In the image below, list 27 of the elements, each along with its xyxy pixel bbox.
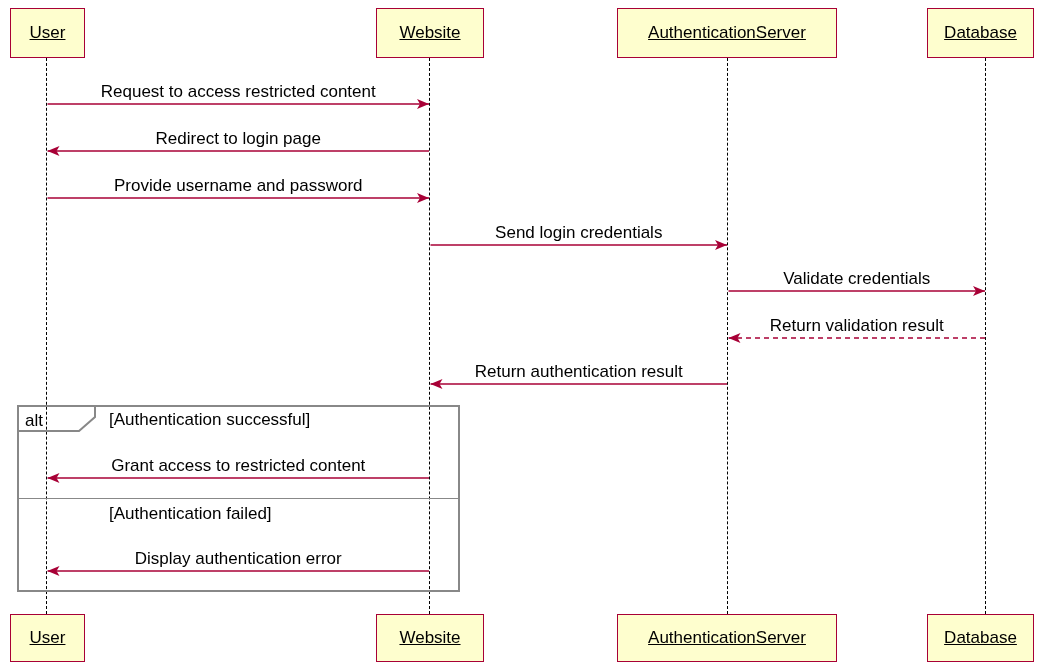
message-arrow xyxy=(46,99,430,109)
participant-box: User xyxy=(10,8,85,58)
participant-box: AuthenticationServer xyxy=(617,8,837,58)
message-arrow xyxy=(46,193,430,203)
participant-box: Website xyxy=(376,614,484,662)
lifeline xyxy=(985,58,987,614)
message-arrow xyxy=(46,473,430,483)
message-arrow xyxy=(727,286,986,296)
participant-box: User xyxy=(10,614,85,662)
guard-condition: [Authentication failed] xyxy=(109,504,272,523)
fragment-keyword: alt xyxy=(25,411,43,430)
lifeline xyxy=(429,58,431,614)
message-arrow xyxy=(46,146,430,156)
message-arrow xyxy=(429,379,728,389)
participant-box: Website xyxy=(376,8,484,58)
message-label: Redirect to login page xyxy=(153,129,323,148)
participant-box: AuthenticationServer xyxy=(617,614,837,662)
message-label: Send login credentials xyxy=(493,223,665,242)
participant-box: Database xyxy=(927,8,1034,58)
message-arrow xyxy=(429,240,728,250)
message-arrow xyxy=(727,333,986,343)
guard-condition: [Authentication successful] xyxy=(109,410,311,429)
message-arrow xyxy=(46,566,430,576)
participant-box: Database xyxy=(927,614,1034,662)
lifeline xyxy=(46,58,48,614)
lifeline xyxy=(727,58,729,614)
message-label: Provide username and password xyxy=(112,176,365,195)
